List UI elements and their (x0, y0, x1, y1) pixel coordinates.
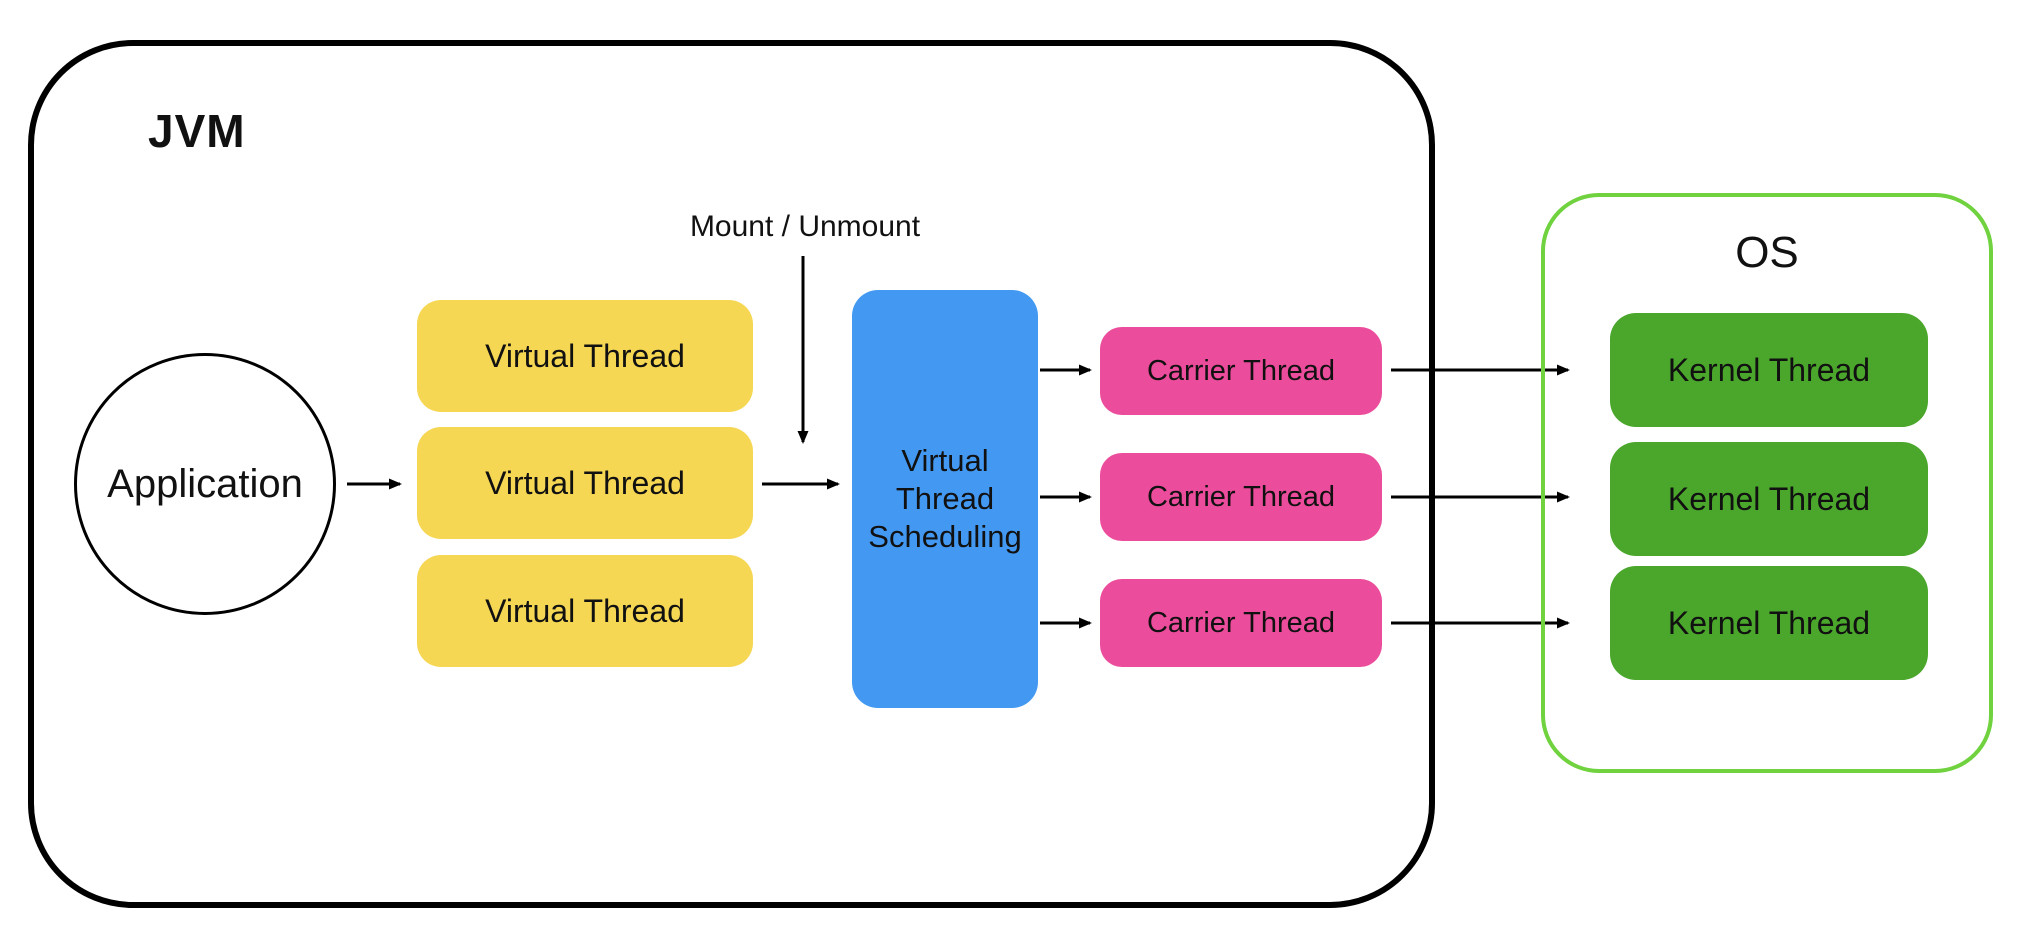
os-label: OS (1735, 228, 1799, 277)
jvm-container (28, 40, 1435, 908)
carrier-thread-node-3: Carrier Thread (1100, 579, 1382, 667)
kernel-thread-node-3: Kernel Thread (1610, 566, 1928, 680)
kernel-thread-label: Kernel Thread (1667, 480, 1871, 517)
virtual-thread-node-2: Virtual Thread (417, 427, 753, 539)
mount-unmount-label: Mount / Unmount (689, 210, 921, 243)
virtual-thread-node-3: Virtual Thread (417, 555, 753, 667)
kernel-thread-node-1: Kernel Thread (1610, 313, 1928, 427)
virtual-thread-scheduling-node: Virtual Thread Scheduling (852, 290, 1038, 708)
jvm-label: JVM (148, 105, 246, 157)
carrier-thread-node-2: Carrier Thread (1100, 453, 1382, 541)
carrier-thread-label: Carrier Thread (1146, 354, 1336, 387)
virtual-thread-label: Virtual Thread (485, 464, 685, 501)
carrier-thread-node-1: Carrier Thread (1100, 327, 1382, 415)
kernel-thread-node-2: Kernel Thread (1610, 442, 1928, 556)
virtual-thread-label: Virtual Thread (485, 592, 685, 629)
carrier-thread-label: Carrier Thread (1146, 606, 1336, 639)
virtual-thread-label: Virtual Thread (485, 337, 685, 374)
virtual-thread-node-1: Virtual Thread (417, 300, 753, 412)
application-node: Application (74, 353, 336, 615)
kernel-thread-label: Kernel Thread (1667, 351, 1871, 388)
scheduler-label: Virtual Thread Scheduling (868, 443, 1022, 554)
carrier-thread-label: Carrier Thread (1146, 480, 1336, 513)
os-container (1541, 193, 1993, 773)
kernel-thread-label: Kernel Thread (1667, 604, 1871, 641)
application-label: Application (107, 461, 303, 506)
